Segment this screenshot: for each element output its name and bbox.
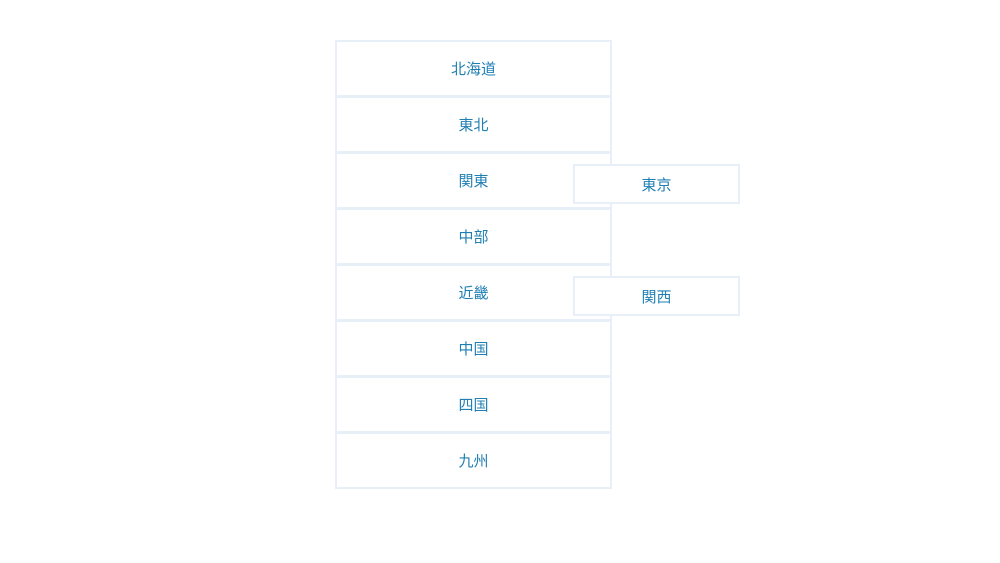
submenu-item-kansai[interactable]: 関西 bbox=[573, 276, 740, 316]
menu-item-kyushu[interactable]: 九州 bbox=[335, 432, 612, 489]
menu-item-kinki[interactable]: 近畿 bbox=[335, 264, 612, 321]
menu-item-tohoku[interactable]: 東北 bbox=[335, 96, 612, 153]
region-menu: 北海道 東北 関東 中部 近畿 中国 四国 九州 bbox=[335, 40, 612, 489]
menu-item-kanto[interactable]: 関東 bbox=[335, 152, 612, 209]
menu-item-chugoku[interactable]: 中国 bbox=[335, 320, 612, 377]
menu-item-hokkaido[interactable]: 北海道 bbox=[335, 40, 612, 97]
menu-item-chubu[interactable]: 中部 bbox=[335, 208, 612, 265]
submenu-item-tokyo[interactable]: 東京 bbox=[573, 164, 740, 204]
menu-item-shikoku[interactable]: 四国 bbox=[335, 376, 612, 433]
